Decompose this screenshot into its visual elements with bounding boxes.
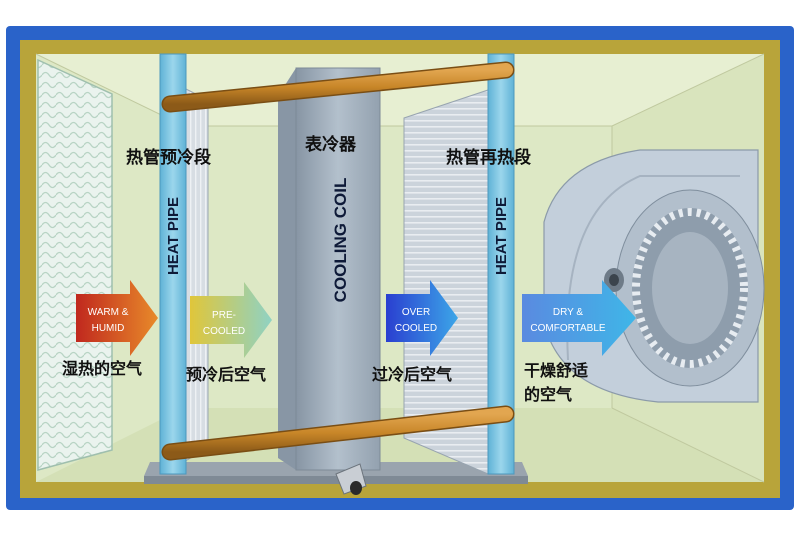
arrow-pre-cooled: PRE- COOLED [190, 282, 272, 358]
ceiling-edge-right [611, 53, 765, 127]
drain-valve [335, 463, 367, 495]
heat-pipe-bar-right [487, 53, 515, 475]
arrow-dry-comfortable: DRY & COMFORTABLE [522, 280, 636, 356]
heat-pipe-bar-left [159, 53, 187, 475]
cooler-label: 表冷器 [305, 134, 357, 155]
arrow-pre-cooled-line2: COOLED [203, 326, 245, 337]
arrow-dry-comfortable-line1: DRY & [553, 307, 584, 318]
arrow-warm-humid: WARM & HUMID [76, 280, 158, 356]
arrow-over-cooled-line2: COOLED [395, 323, 437, 334]
cooling-coil [295, 67, 381, 471]
cooling-coil-label: COOLING COIL [331, 178, 350, 303]
ceiling-edge-left [35, 53, 185, 127]
caption-over-cooled: 过冷后空气 [372, 365, 452, 384]
arrow-over-cooled: OVER COOLED [386, 280, 458, 356]
caption-warm-humid: 湿热的空气 [61, 359, 142, 378]
arrow-pre-cooled-line1: PRE- [212, 310, 236, 321]
copper-pipe-bottom [161, 405, 515, 461]
base-rail [144, 476, 528, 484]
cooling-coil-side [278, 68, 296, 470]
centrifugal-fan [543, 149, 765, 403]
precool-section-label: 热管预冷段 [126, 147, 211, 168]
fan-blades [632, 208, 748, 368]
heat-pipe-label-right: HEAT PIPE [493, 197, 510, 275]
arrow-dry-comfortable-line2: COMFORTABLE [530, 323, 606, 334]
reheat-section-label: 热管再热段 [446, 147, 531, 168]
caption-dry-comfortable-2: 的空气 [524, 385, 572, 404]
arrow-over-cooled-line1: OVER [402, 307, 430, 318]
copper-pipe-top [161, 61, 515, 113]
inlet-filter [37, 58, 113, 471]
caption-pre-cooled: 预冷后空气 [186, 365, 266, 384]
arrow-warm-humid-line2: HUMID [92, 323, 125, 334]
arrow-warm-humid-line1: WARM & [88, 307, 129, 318]
ceiling [36, 54, 764, 126]
floor-edge-right [611, 407, 765, 483]
heat-pipe-label-left: HEAT PIPE [165, 197, 182, 275]
caption-dry-comfortable-1: 干燥舒适 [524, 361, 588, 380]
